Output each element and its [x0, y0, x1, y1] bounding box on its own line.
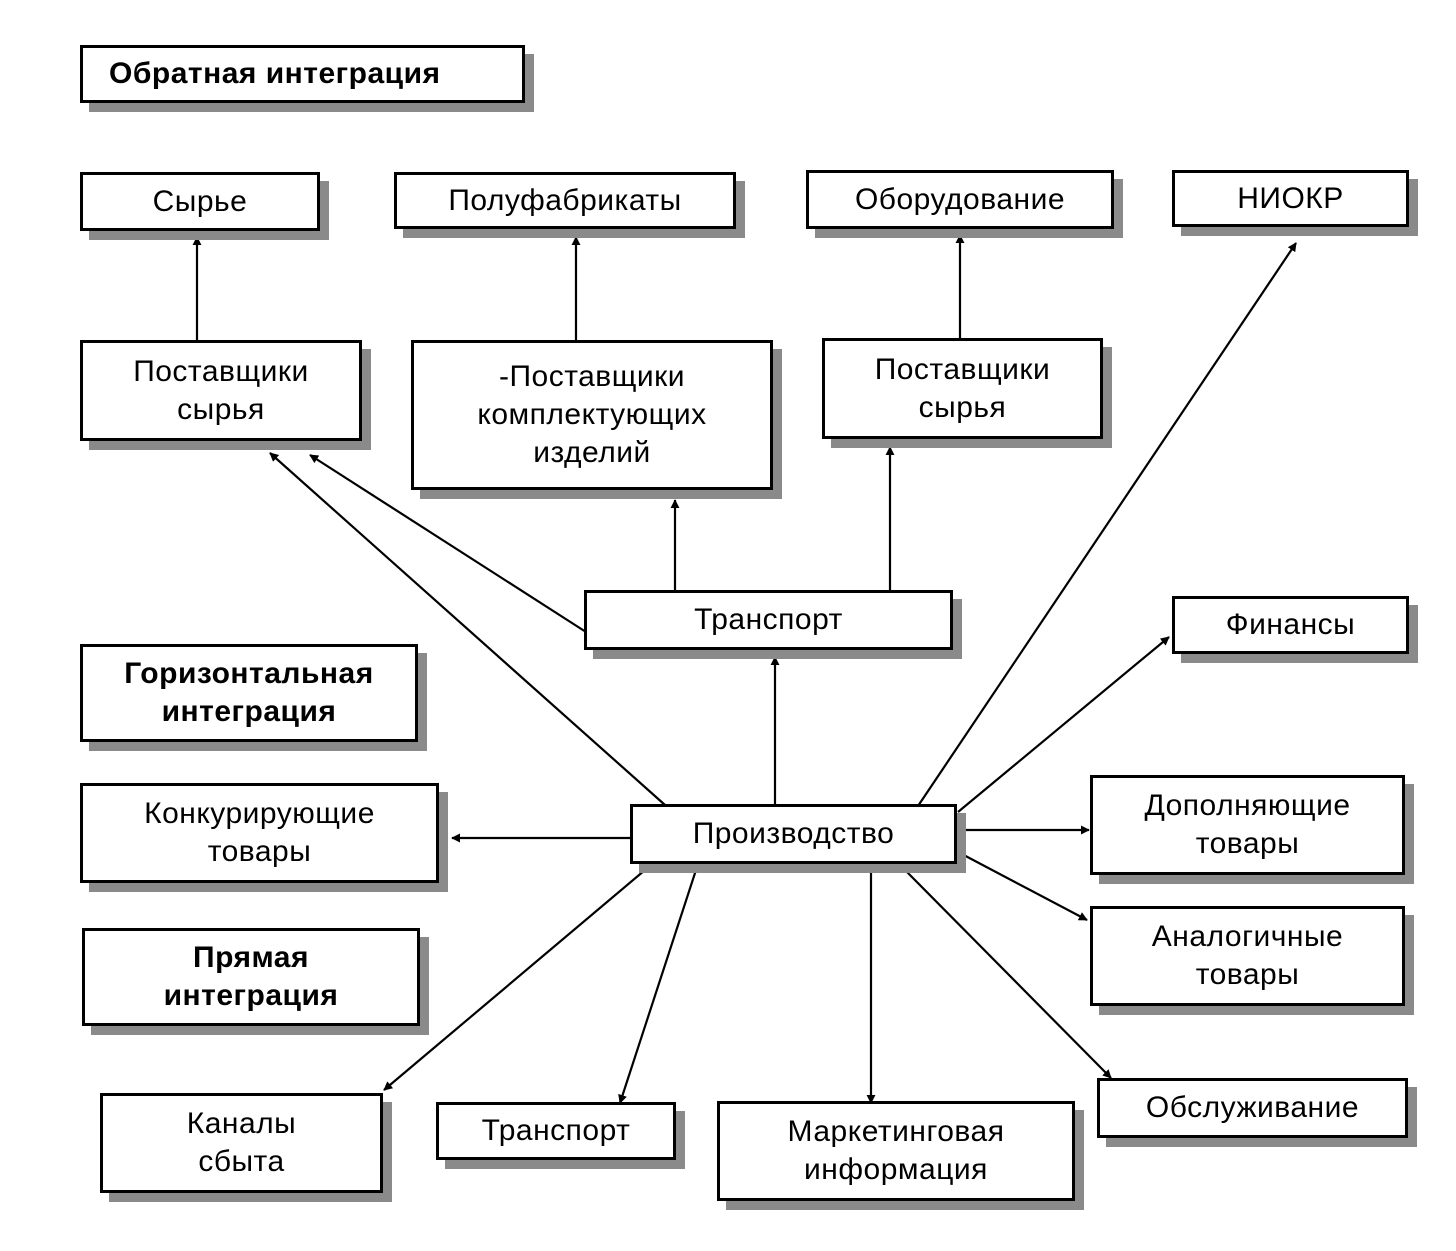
node-production: Производство	[630, 804, 957, 864]
heading-horizontal-integration: Горизонтальная интеграция	[80, 644, 418, 742]
node-rnd: НИОКР	[1172, 170, 1409, 227]
node-complementary-goods: Дополняющие товары	[1090, 775, 1405, 875]
node-marketing-info: Маркетинговая информация	[717, 1101, 1075, 1201]
node-equipment: Оборудование	[806, 170, 1114, 229]
heading-forward-integration: Прямая интеграция	[82, 928, 420, 1026]
node-sales-channels: Каналы сбыта	[100, 1093, 383, 1193]
arrow-transport-to-raw-suppliers-left	[309, 454, 587, 633]
heading-backward-integration: Обратная интеграция	[80, 45, 525, 103]
arrow-production-to-sales-channels	[383, 869, 646, 1091]
node-raw-materials: Сырье	[80, 172, 320, 231]
arrow-production-to-rnd	[917, 242, 1297, 807]
arrow-production-to-finance	[957, 636, 1170, 813]
arrow-production-to-service	[904, 869, 1112, 1079]
arrow-production-to-raw-suppliers-left	[269, 452, 666, 806]
node-transport-lower: Транспорт	[436, 1102, 676, 1160]
node-raw-suppliers-right: Поставщики сырья	[822, 338, 1103, 439]
node-service: Обслуживание	[1097, 1078, 1408, 1138]
node-similar-goods: Аналогичные товары	[1090, 906, 1405, 1006]
node-raw-suppliers-left: Поставщики сырья	[80, 340, 362, 441]
arrow-production-to-transport-lower	[618, 869, 698, 1104]
arrow-production-to-similar-goods	[957, 851, 1088, 921]
node-transport-upper: Транспорт	[584, 590, 953, 650]
node-semi-finished: Полуфабрикаты	[394, 172, 736, 229]
node-competing-goods: Конкурирующие товары	[80, 783, 439, 883]
node-finance: Финансы	[1172, 596, 1409, 654]
node-component-suppliers: -Поставщики комплектующих изделий	[411, 340, 773, 490]
